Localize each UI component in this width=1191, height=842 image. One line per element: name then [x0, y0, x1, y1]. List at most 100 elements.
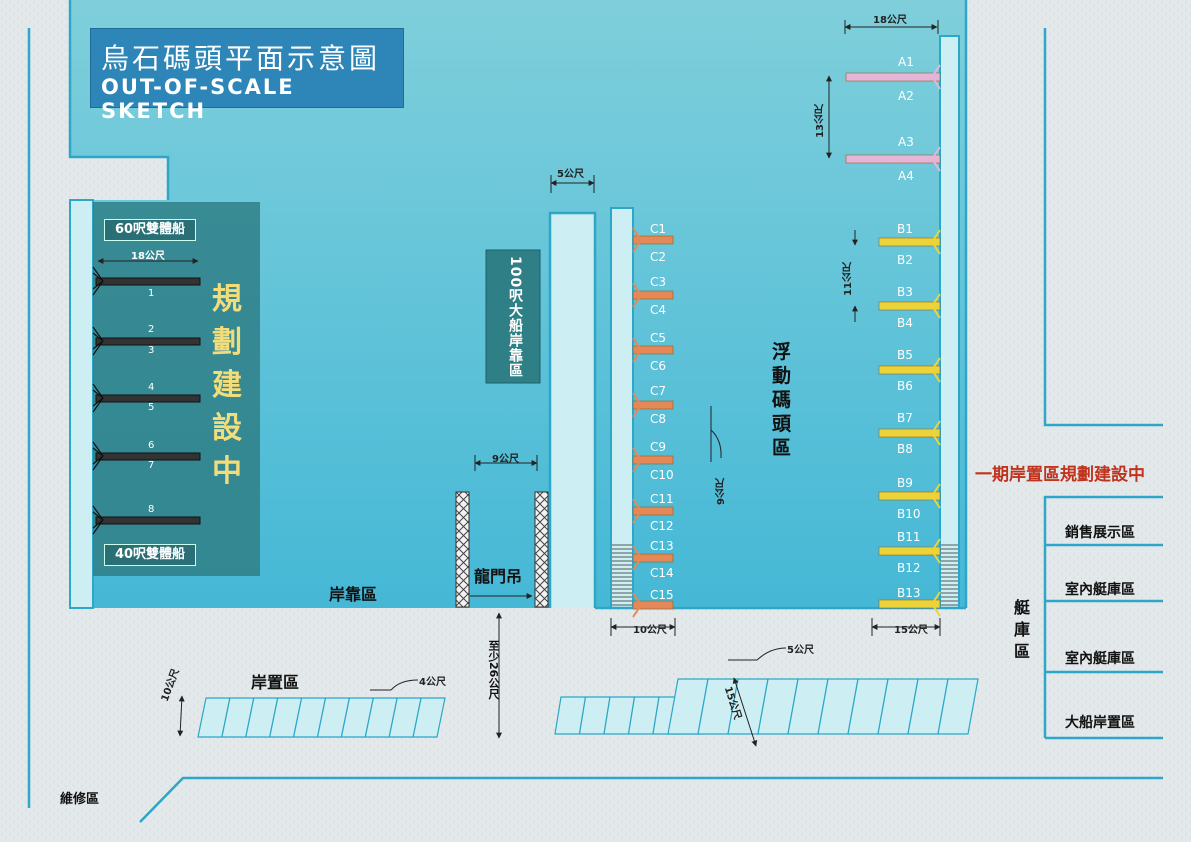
b-berth-label: B13	[897, 586, 921, 600]
b-berth-label: B5	[897, 348, 913, 362]
shore-storage-slots	[197, 678, 979, 738]
catamaran-slip	[92, 266, 201, 296]
catamaran-slip	[92, 505, 201, 535]
left-dim-18: 18公尺	[131, 251, 165, 262]
repair-area-label: 維修區	[60, 792, 100, 807]
left-wall-pier	[69, 199, 94, 609]
min-distance-label: 至少26公尺	[487, 640, 500, 700]
finger-pier	[845, 146, 941, 172]
b-berth-label: B6	[897, 379, 913, 393]
catamaran-slip	[92, 383, 201, 413]
ab-pier	[939, 35, 960, 609]
storage-slot	[412, 697, 446, 738]
title-zh: 烏石碼頭平面示意圖	[101, 42, 381, 75]
catamaran-40-tag: 40呎雙體船	[104, 544, 196, 566]
b-dim-15: 15公尺	[894, 625, 928, 636]
planning-zone	[93, 202, 260, 576]
c-dim-9: 9公尺	[716, 478, 727, 505]
planning-text: 規劃建設中	[212, 282, 242, 489]
b-berth-label: B9	[897, 476, 913, 490]
dimension-lines	[97, 20, 941, 747]
finger-pier	[878, 229, 941, 255]
a-berth-label: A3	[898, 135, 914, 149]
c-berth-label: C2	[650, 250, 667, 264]
c-dim-10: 10公尺	[633, 625, 667, 636]
big-boat-area-label: 100呎大船岸靠區	[507, 256, 523, 379]
finger-pier	[632, 447, 674, 473]
garage-label: 艇庫區	[1014, 598, 1031, 661]
c-berth-label: C3	[650, 275, 667, 289]
right-zone-label: 大船岸置區	[1065, 715, 1135, 731]
storage-slot-row	[197, 697, 446, 738]
b-berth-label: B2	[897, 253, 913, 267]
ab-pier-ramp	[941, 544, 958, 606]
quay-lines	[27, 0, 1163, 823]
a-dim-13: 13公尺	[815, 104, 826, 138]
finger-pier	[878, 420, 941, 446]
phase1-notice: 一期岸置區規劃建設中	[975, 465, 1145, 485]
a-dim-18: 18公尺	[873, 15, 907, 26]
b-berth-label: B11	[897, 530, 921, 544]
b-berth-label: B1	[897, 222, 913, 236]
b-berth-label: B10	[897, 507, 921, 521]
b-berth-label: B12	[897, 561, 921, 575]
b-berth-label: B3	[897, 285, 913, 299]
finger-pier	[878, 591, 941, 617]
b-berth-label: B4	[897, 316, 913, 330]
c-berth-label: C1	[650, 222, 667, 236]
finger-pier	[632, 282, 674, 308]
c-pier-ramp	[612, 544, 632, 606]
finger-pier	[632, 545, 674, 571]
c-berth-label: C6	[650, 359, 667, 373]
c-berth-label: C13	[650, 539, 674, 553]
slip-number: 5	[148, 402, 155, 413]
mid-pier	[548, 211, 597, 608]
finger-pier	[878, 357, 941, 383]
finger-pier	[632, 498, 674, 524]
catamaran-slips	[92, 266, 201, 535]
c-berth-label: C12	[650, 519, 674, 533]
c-berth-label: C14	[650, 566, 674, 580]
shore-dim-4: 4公尺	[419, 677, 446, 688]
b-berth-label: B8	[897, 442, 913, 456]
c-berth-label: C7	[650, 384, 667, 398]
floating-fingers	[632, 64, 941, 618]
crane-rail-left	[455, 491, 470, 608]
finger-pier	[632, 227, 674, 253]
a-berth-label: A2	[898, 89, 914, 103]
floating-dock-label: 浮動碼頭區	[772, 341, 792, 459]
c-berth-label: C5	[650, 331, 667, 345]
storage-slot-row	[667, 678, 979, 735]
berth-area-label: 岸靠區	[329, 585, 378, 604]
catamaran-60-tag: 60呎雙體船	[104, 219, 196, 241]
shore-area-label: 岸置區	[251, 673, 300, 692]
mid-pier-dim: 5公尺	[557, 169, 584, 180]
b-dim-11: 11公尺	[843, 262, 854, 296]
right-zone-label: 室內艇庫區	[1065, 651, 1135, 667]
shore-dim-5: 5公尺	[787, 645, 814, 656]
a-berth-label: A1	[898, 55, 914, 69]
c-berth-label: C10	[650, 468, 674, 482]
finger-pier	[632, 392, 674, 418]
storage-slot	[937, 678, 979, 735]
a-berth-label: A4	[898, 169, 914, 183]
right-zone-label: 銷售展示區	[1065, 525, 1135, 541]
c-berth-label: C9	[650, 440, 667, 454]
finger-pier	[632, 337, 674, 363]
crane-rail-right	[534, 491, 549, 608]
finger-pier	[878, 293, 941, 319]
finger-pier	[632, 592, 674, 618]
slip-number: 8	[148, 504, 155, 515]
c-berth-label: C15	[650, 588, 674, 602]
slip-number: 3	[148, 345, 155, 356]
c-berth-label: C4	[650, 303, 667, 317]
slip-number: 2	[148, 324, 155, 335]
finger-pier	[878, 538, 941, 564]
slip-number: 7	[148, 460, 155, 471]
finger-pier	[845, 64, 941, 90]
title-en: OUT-OF-SCALE SKETCH	[101, 75, 295, 123]
big-boat-box	[485, 249, 541, 384]
crane-label: 龍門吊	[474, 567, 523, 586]
slip-number: 1	[148, 288, 155, 299]
